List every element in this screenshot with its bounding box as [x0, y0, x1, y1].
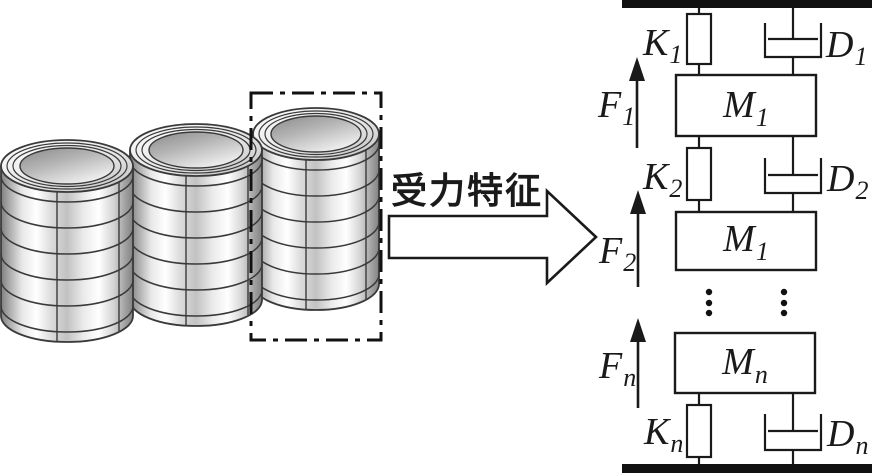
spring-symbol-kn — [685, 393, 713, 464]
mass-label-mn: Mn — [721, 341, 768, 389]
mass-box-m2 — [674, 210, 818, 272]
damper-label-d2: D2 — [826, 158, 868, 205]
coil-cylinder-2 — [129, 123, 263, 327]
continuation-dots — [705, 288, 788, 317]
force-label-fn: Fn — [598, 345, 636, 392]
spring-label-k2: K2 — [642, 156, 682, 203]
mass-spring-damper-schematic: M1 K1 D1 F1 M1 K2 D2 F2 — [597, 0, 872, 473]
damper-symbol-dn — [763, 393, 823, 464]
selection-dashdot-box — [249, 91, 383, 342]
damper-label-d1: D1 — [825, 24, 867, 71]
mass-box-mn — [673, 331, 817, 395]
force-label-f1: F1 — [597, 84, 635, 131]
coil-cylinder-1 — [0, 139, 134, 343]
spring-label-kn: Kn — [643, 411, 683, 458]
force-arrow-f1 — [629, 57, 645, 148]
arrow-shape — [387, 187, 598, 287]
coil-stack-render — [0, 91, 383, 343]
damper-symbol-d1 — [763, 8, 823, 75]
force-arrow-f2 — [630, 190, 646, 287]
spring-label-k1: K1 — [642, 22, 682, 69]
coil-cylinder-3 — [252, 107, 380, 311]
spring-symbol-k2 — [685, 136, 713, 212]
damper-label-dn: Dn — [826, 413, 868, 460]
spring-symbol-k1 — [685, 8, 713, 75]
mass-label-m1: M1 — [722, 84, 769, 132]
ground-bar-top — [622, 0, 872, 8]
arrow-label: 受力特征 — [391, 171, 543, 211]
force-arrow-fn — [630, 318, 646, 408]
mass-box-m1 — [674, 73, 818, 138]
mass-label-m2: M1 — [722, 218, 769, 266]
damper-symbol-d2 — [763, 136, 823, 212]
force-label-f2: F2 — [598, 230, 636, 277]
transform-arrow: 受力特征 — [387, 171, 598, 287]
ground-bar-bottom — [622, 464, 872, 473]
